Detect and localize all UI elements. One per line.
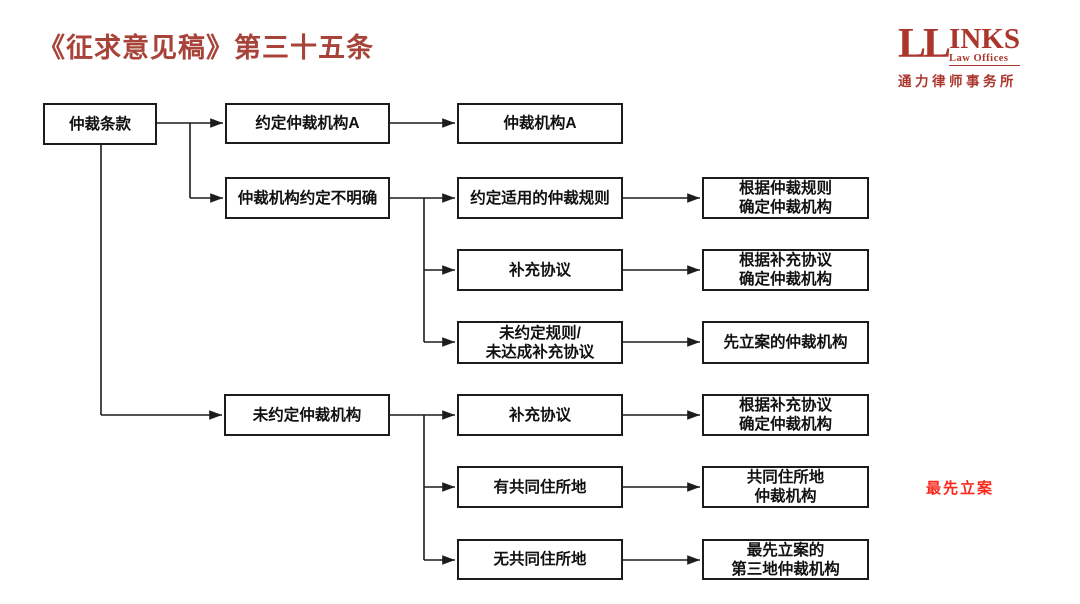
llinks-logo: LL INKS Law Offices 通力律师事务所: [898, 21, 1020, 90]
node-institution-a: 仲裁机构A: [457, 103, 623, 144]
node-no-common-domicile: 无共同住所地: [457, 539, 623, 580]
node-determine-by-supplement-1: 根据补充协议 确定仲裁机构: [702, 249, 869, 291]
logo-law-offices-text: Law Offices: [949, 53, 1020, 67]
node-no-rules-no-supplement: 未约定规则/ 未达成补充协议: [457, 321, 623, 364]
logo-ll-text: LL: [898, 21, 951, 67]
node-institution-unclear: 仲裁机构约定不明确: [225, 177, 390, 219]
node-determine-by-supplement-2: 根据补充协议 确定仲裁机构: [702, 394, 869, 436]
logo-wordmark: LL INKS Law Offices: [898, 21, 1020, 67]
node-arbitration-clause: 仲裁条款: [43, 103, 157, 145]
logo-inks-text: INKS: [949, 23, 1020, 55]
node-first-filed-institution: 先立案的仲裁机构: [702, 321, 869, 364]
node-agreed-institution-a: 约定仲裁机构A: [225, 103, 390, 144]
node-common-domicile-institution: 共同住所地 仲裁机构: [702, 466, 869, 508]
node-common-domicile: 有共同住所地: [457, 466, 623, 508]
first-filed-annotation: 最先立案: [926, 480, 995, 497]
node-supplementary-agreement-1: 补充协议: [457, 249, 623, 291]
node-determine-by-rules: 根据仲裁规则 确定仲裁机构: [702, 177, 869, 219]
node-no-agreed-institution: 未约定仲裁机构: [224, 394, 390, 436]
page-title: 《征求意见稿》第三十五条: [38, 33, 374, 64]
node-supplementary-agreement-2: 补充协议: [457, 394, 623, 436]
logo-chinese-name: 通力律师事务所: [898, 74, 1017, 90]
node-agreed-applicable-rules: 约定适用的仲裁规则: [457, 177, 623, 219]
node-third-place-first-filed: 最先立案的 第三地仲裁机构: [702, 539, 869, 580]
